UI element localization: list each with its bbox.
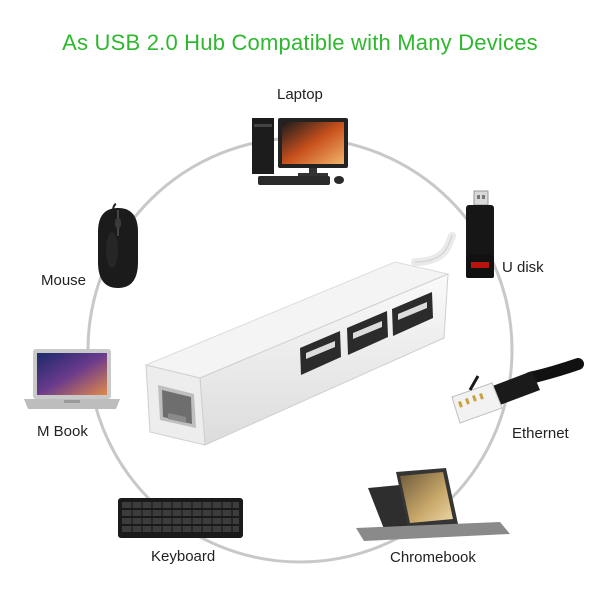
usb-hub-adapter-icon bbox=[144, 261, 450, 446]
usb-port-3 bbox=[392, 292, 433, 336]
rj45-port bbox=[158, 385, 196, 428]
keyboard-icon bbox=[118, 498, 243, 538]
label-m-book: M Book bbox=[37, 423, 88, 440]
label-mouse: Mouse bbox=[41, 272, 87, 289]
label-keyboard: Keyboard bbox=[151, 548, 216, 565]
page-headline: As USB 2.0 Hub Compatible with Many Devi… bbox=[62, 30, 538, 55]
ethernet-cable-icon bbox=[451, 358, 584, 424]
hub-cable bbox=[411, 232, 456, 266]
usb-flash-drive-icon bbox=[466, 190, 494, 278]
chromebook-icon bbox=[356, 468, 510, 541]
label-chromebook: Chromebook bbox=[390, 549, 476, 566]
usb-port-1 bbox=[300, 331, 341, 375]
usb-port-2 bbox=[347, 311, 388, 355]
label-ethernet: Ethernet bbox=[512, 425, 569, 442]
label-laptop: Laptop bbox=[277, 86, 323, 103]
computer-mouse-icon bbox=[98, 203, 138, 288]
laptop-icon bbox=[24, 349, 120, 409]
label-u-disk: U disk bbox=[502, 259, 544, 276]
desktop-computer-icon bbox=[252, 118, 348, 185]
